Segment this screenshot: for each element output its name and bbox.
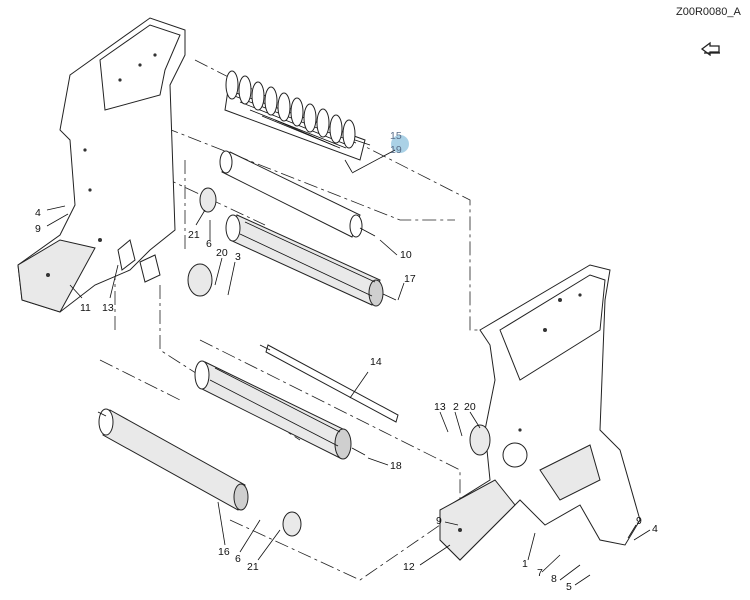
callout-6: 6 xyxy=(206,238,212,250)
callout-21: 21 xyxy=(247,561,259,573)
callout-10: 10 xyxy=(400,249,412,261)
left-side-frame xyxy=(17,17,186,313)
ribbed-roller-lower xyxy=(194,360,366,460)
callout-labels: 15 19 10 17 14 18 16 6 21 4 9 11 13 21 6… xyxy=(35,130,658,593)
callout-3: 3 xyxy=(235,251,241,263)
bearing-discs xyxy=(117,187,491,537)
callout-9: 9 xyxy=(436,515,442,527)
bottom-roller xyxy=(97,408,249,511)
callout-21: 21 xyxy=(188,229,200,241)
callout-20: 20 xyxy=(464,401,476,413)
callout-12: 12 xyxy=(403,561,415,573)
callout-9: 9 xyxy=(35,223,41,235)
plain-roller xyxy=(219,150,376,238)
callout-1: 1 xyxy=(522,558,528,570)
callout-15: 15 xyxy=(390,130,402,142)
right-side-frame xyxy=(439,264,641,561)
callout-20: 20 xyxy=(216,247,228,259)
callout-2: 2 xyxy=(453,401,459,413)
callout-8: 8 xyxy=(551,573,557,585)
callout-7: 7 xyxy=(537,567,543,579)
drawing-id: Z00R0080_A xyxy=(676,6,741,18)
callout-6: 6 xyxy=(235,553,241,565)
leader-lines xyxy=(46,149,651,586)
callout-13: 13 xyxy=(434,401,446,413)
spiral-roller xyxy=(224,70,371,173)
callout-4: 4 xyxy=(652,523,658,535)
callout-11: 11 xyxy=(80,302,91,314)
return-arrow-icon[interactable] xyxy=(700,40,722,56)
callout-4: 4 xyxy=(35,207,41,219)
selected-callout-highlight xyxy=(391,135,409,153)
callout-5: 5 xyxy=(566,581,572,593)
callout-17: 17 xyxy=(404,273,416,285)
callout-14: 14 xyxy=(370,356,382,368)
callout-19: 19 xyxy=(390,144,402,156)
callout-16: 16 xyxy=(218,546,230,558)
callout-9: 9 xyxy=(636,515,642,527)
callout-13: 13 xyxy=(102,302,114,314)
ribbed-roller-upper xyxy=(225,214,397,307)
callout-18: 18 xyxy=(390,460,402,472)
